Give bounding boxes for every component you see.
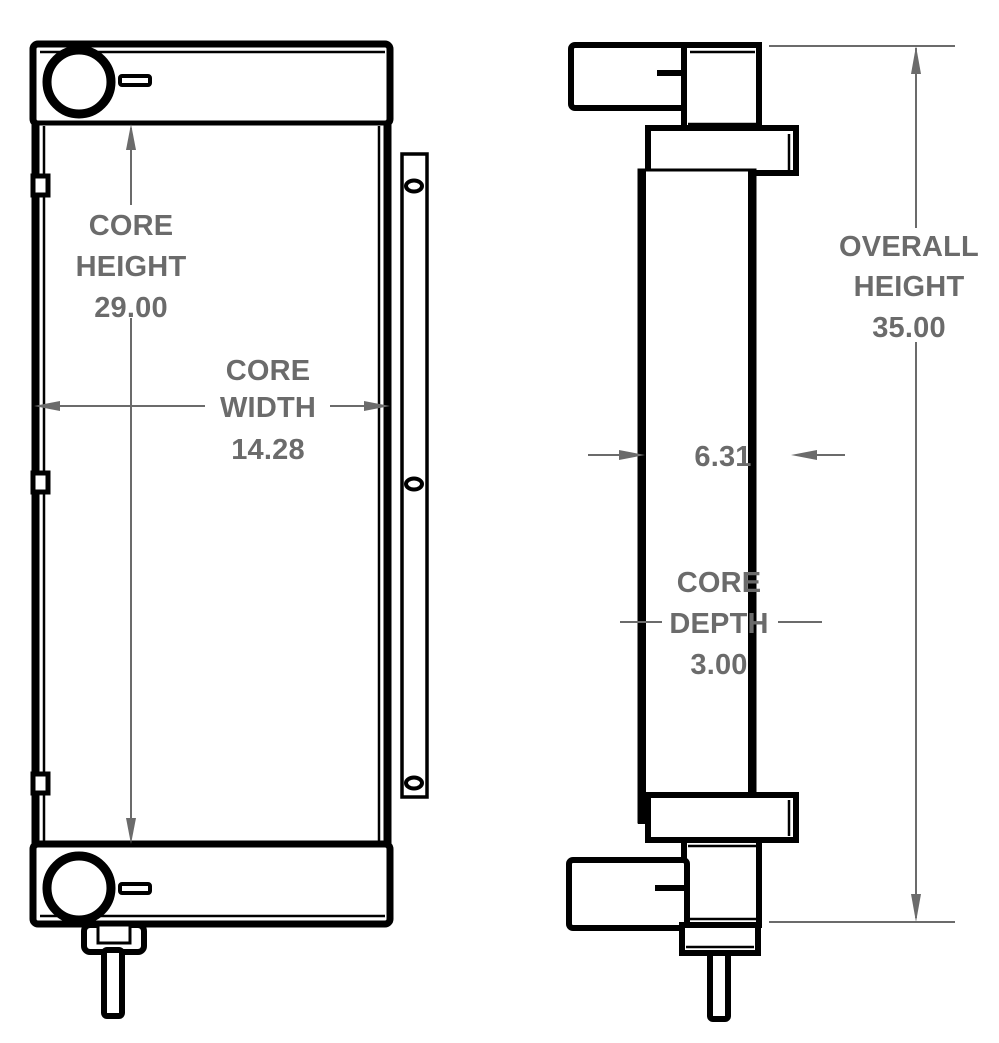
core-height-label-line1: CORE [89,210,174,242]
side-view-core [637,168,757,824]
top-inlet-pipe-slot-detail [657,70,687,76]
top-inlet-port-icon [42,45,116,119]
right-bracket-outline [400,152,429,799]
side-view-top-tank [645,125,799,176]
dim-core-depth: CORE DEPTH 3.00 [620,567,822,681]
overall-height-label-line1: OVERALL [839,231,979,263]
core-depth-label-line2: DEPTH [669,608,768,640]
side-view-bottom-tank [645,792,799,843]
bottom-outlet-port-icon [42,851,116,925]
left-mounting-tabs [30,173,51,796]
front-view-group: CORE HEIGHT 29.00 CORE WIDTH 14.28 [29,40,429,1019]
core-depth-label-line1: CORE [677,567,762,599]
dim-overall-depth: 6.31 [588,441,845,473]
front-view-core [30,122,429,846]
bottom-outlet-pipe-slot-detail [655,885,685,891]
bracket-hole-1-icon [404,178,424,194]
overall-depth-value: 6.31 [694,441,751,473]
right-mounting-bracket [400,152,429,799]
side-drain-boss [679,922,761,956]
dim-core-height: CORE HEIGHT 29.00 [76,124,187,844]
bottom-neck-outline [681,837,762,928]
bottom-outlet-pipe-outline [566,857,690,931]
core-width-right-arrowhead-icon [364,401,390,411]
core-height-value: 29.00 [94,292,168,324]
side-view-bottom-neck [681,837,762,928]
core-width-value: 14.28 [231,434,305,466]
dim-core-width: CORE WIDTH 14.28 [34,355,390,466]
top-tank-block-outline [645,125,799,176]
overall-height-up-arrowhead-icon [911,46,921,74]
bracket-hole-3-icon [404,775,424,791]
core-outline [31,122,392,846]
top-neck-outline [681,42,762,133]
overall-height-label-line2: HEIGHT [854,271,965,303]
core-width-label-line1: CORE [226,355,311,387]
bottom-tank-slot-detail [118,882,152,895]
core-height-down-arrowhead-icon [126,818,136,844]
overall-depth-right-arrowhead-icon [791,450,817,460]
front-view-drain-fitting [81,922,147,1019]
front-view-top-tank [29,40,394,128]
core-width-label-line2: WIDTH [220,392,316,424]
core-height-up-arrowhead-icon [126,124,136,150]
overall-depth-left-arrowhead-icon [619,450,645,460]
bottom-tank-block-outline [645,792,799,843]
overall-height-down-arrowhead-icon [911,894,921,922]
bottom-tank-outline [29,840,394,928]
side-view-top-neck [681,42,762,133]
side-view-bottom-outlet-pipe [566,857,690,931]
drain-stem [101,947,125,1019]
side-drain-stem [707,950,731,1022]
drain-boss-inner [96,923,132,945]
left-mounting-tab-3 [30,771,51,796]
core-height-label-line2: HEIGHT [76,251,187,283]
dim-overall-height: OVERALL HEIGHT 35.00 [769,45,979,923]
core-depth-value: 3.00 [690,649,747,681]
side-view-group: OVERALL HEIGHT 35.00 6.31 CORE DEPTH 3.0… [566,42,979,1022]
overall-height-value: 35.00 [872,312,946,344]
side-view-top-inlet-pipe [568,42,689,111]
core-width-left-arrowhead-icon [34,401,60,411]
top-inlet-pipe-outline [568,42,689,111]
top-tank-slot-detail [118,74,152,87]
bracket-hole-2-icon [404,476,424,492]
side-view-drain-fitting [679,922,761,1022]
side-core-outline [637,168,757,824]
left-mounting-tab-1 [30,173,51,198]
left-mounting-tab-2 [30,470,51,495]
front-view-bottom-tank [29,840,394,928]
